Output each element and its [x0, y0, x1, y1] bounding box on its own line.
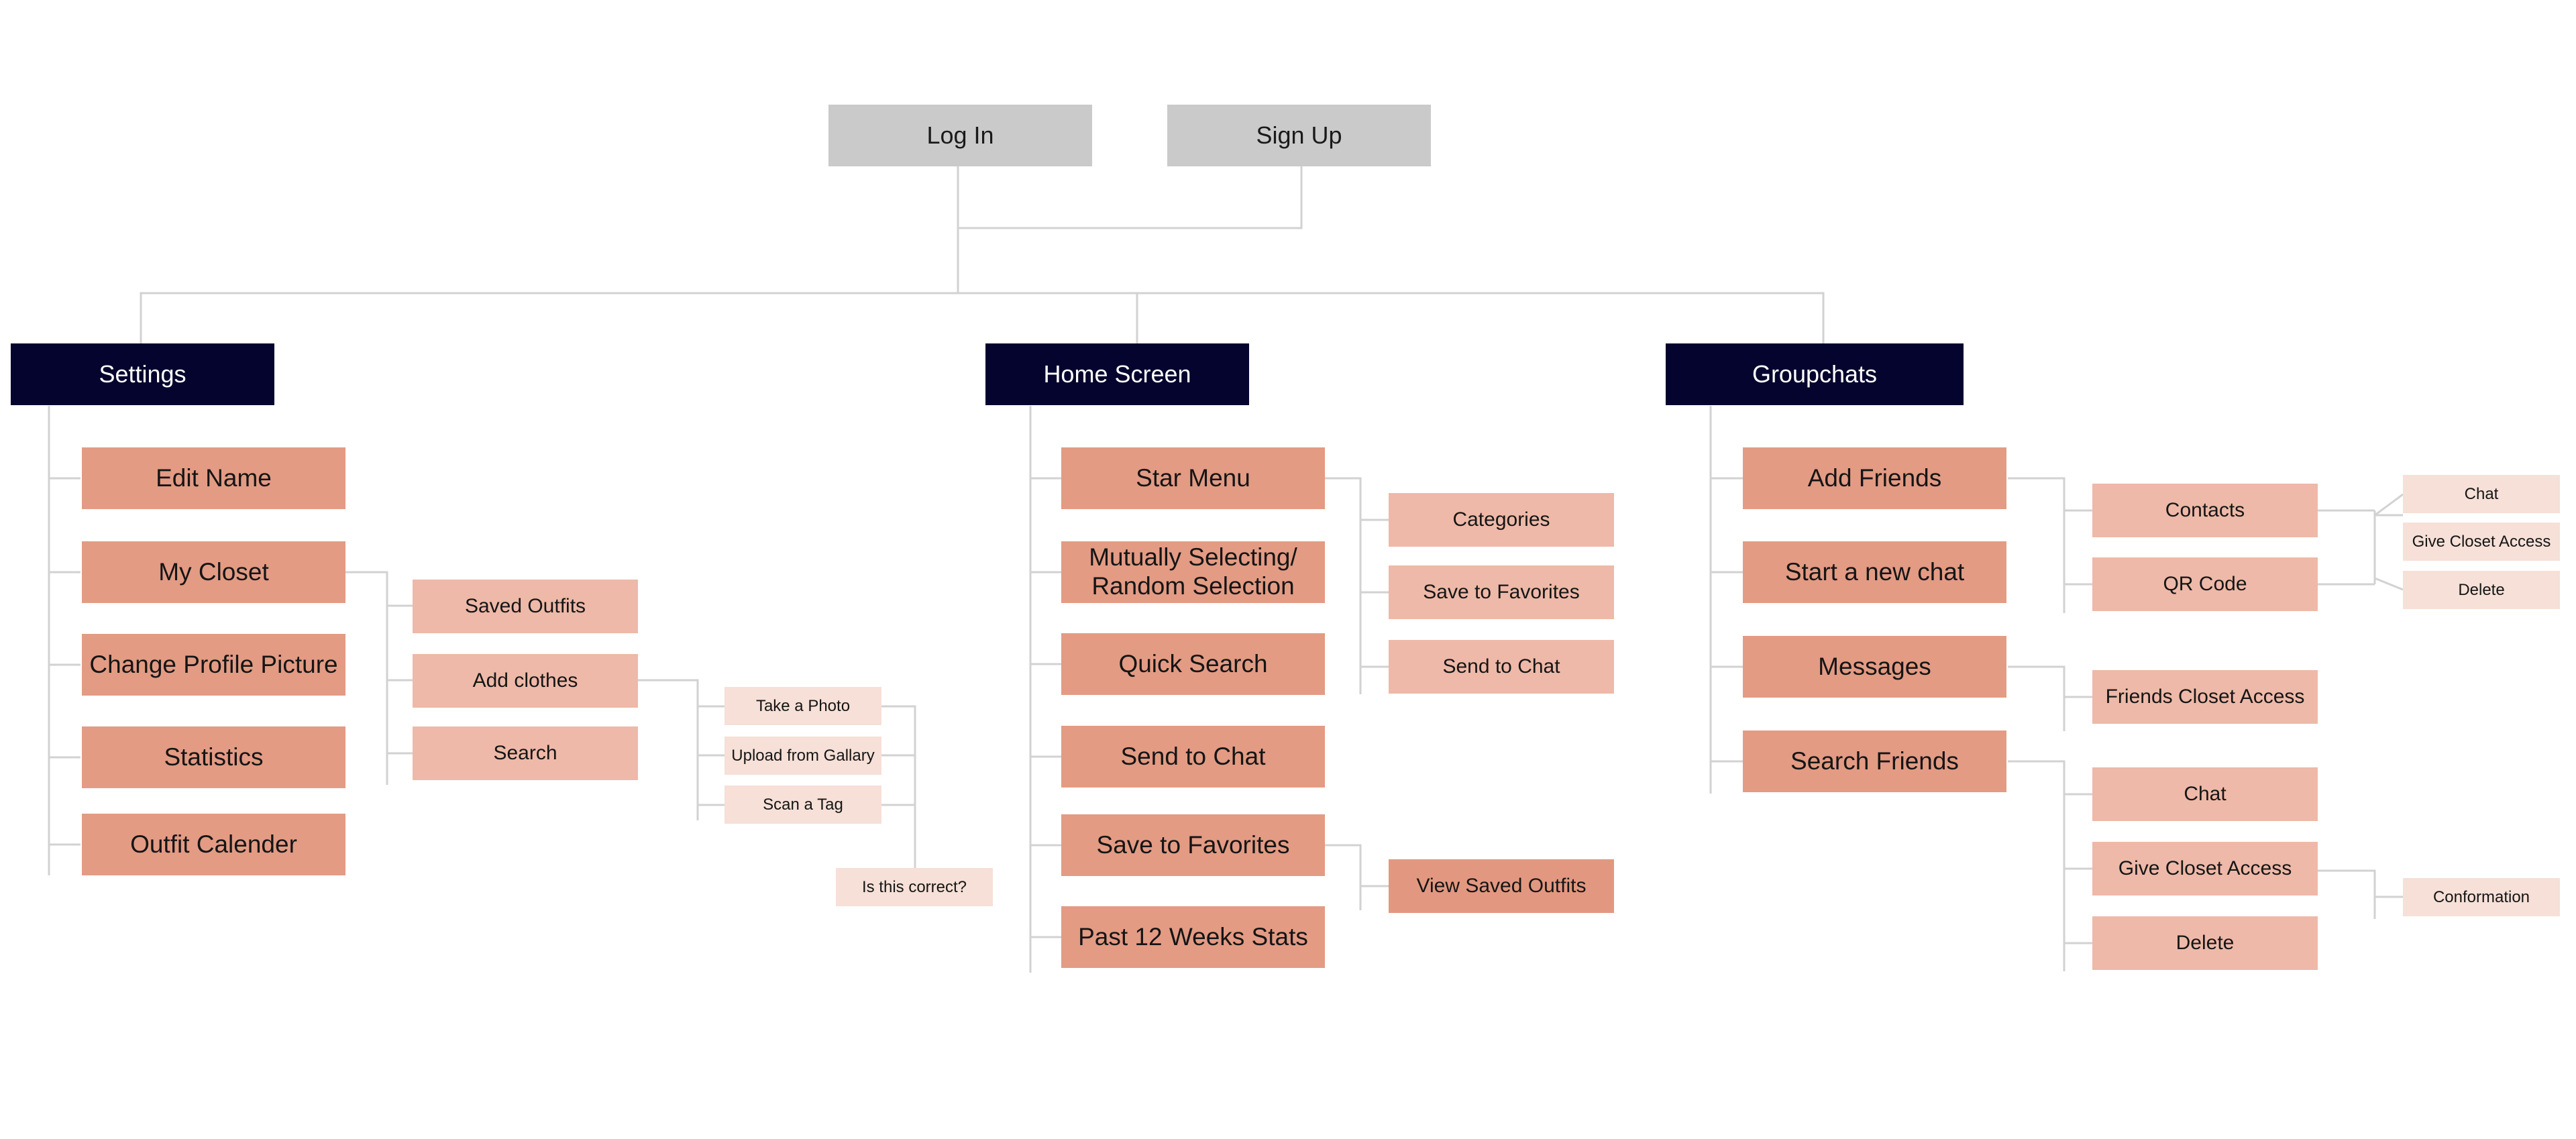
start-new-chat-node[interactable]: Start a new chat	[1743, 541, 2006, 603]
signup-node[interactable]: Sign Up	[1167, 105, 1431, 166]
connector-addclothes-items	[698, 705, 724, 806]
mutually-selecting-node[interactable]: Mutually Selecting/ Random Selection	[1061, 541, 1325, 603]
contact-chat-node[interactable]: Chat	[2403, 475, 2560, 513]
mutually-selecting-line1: Mutually Selecting/	[1089, 543, 1297, 572]
edit-name-node[interactable]: Edit Name	[82, 447, 345, 509]
connector-group-items	[1711, 477, 1744, 763]
search-delete-node[interactable]: Delete	[2092, 916, 2318, 970]
scan-tag-node[interactable]: Scan a Tag	[724, 785, 881, 824]
star-save-to-favorites-node[interactable]: Save to Favorites	[1389, 565, 1614, 619]
star-send-to-chat-node[interactable]: Send to Chat	[1389, 640, 1614, 694]
qr-code-node[interactable]: QR Code	[2092, 557, 2318, 611]
search-chat-node[interactable]: Chat	[2092, 767, 2318, 821]
connector-addfriends-items	[2064, 509, 2093, 586]
is-this-correct-node[interactable]: Is this correct?	[836, 868, 993, 906]
star-menu-node[interactable]: Star Menu	[1061, 447, 1325, 509]
my-closet-node[interactable]: My Closet	[82, 541, 345, 603]
connector-fav-branch	[1325, 844, 1389, 910]
closet-search-node[interactable]: Search	[413, 726, 638, 780]
connector-closet-items	[387, 604, 413, 755]
conformation-node[interactable]: Conformation	[2403, 878, 2560, 916]
change-profile-picture-node[interactable]: Change Profile Picture	[82, 634, 345, 696]
connector-confirm	[881, 705, 916, 888]
connector-settings-items	[49, 477, 80, 846]
add-clothes-node[interactable]: Add clothes	[413, 654, 638, 708]
categories-node[interactable]: Categories	[1389, 493, 1614, 547]
connector-search-branch	[2008, 760, 2065, 971]
saved-outfits-node[interactable]: Saved Outfits	[413, 580, 638, 633]
connector-addfriends-branch	[2008, 477, 2065, 613]
groupchats-node[interactable]: Groupchats	[1666, 343, 1964, 405]
mutually-selecting-line2: Random Selection	[1091, 572, 1295, 600]
view-saved-outfits-node[interactable]: View Saved Outfits	[1389, 859, 1614, 913]
connector-closet-branch	[345, 571, 388, 785]
connector-star-branch	[1325, 477, 1362, 694]
connector-login	[957, 166, 1303, 229]
home-screen-node[interactable]: Home Screen	[985, 343, 1249, 405]
connector-contacts-actions	[2318, 493, 2404, 591]
take-photo-node[interactable]: Take a Photo	[724, 687, 881, 725]
contact-delete-node[interactable]: Delete	[2403, 571, 2560, 609]
contact-give-closet-access-node[interactable]: Give Closet Access	[2403, 523, 2560, 561]
upload-gallary-node[interactable]: Upload from Gallary	[724, 737, 881, 775]
connector-messages-branch	[2008, 665, 2093, 731]
add-friends-node[interactable]: Add Friends	[1743, 447, 2006, 509]
messages-node[interactable]: Messages	[1743, 636, 2006, 698]
connector-giveaccess-branch	[2318, 869, 2403, 919]
past-12-weeks-stats-node[interactable]: Past 12 Weeks Stats	[1061, 906, 1325, 968]
connector-addclothes-branch	[638, 679, 699, 820]
connector-home-items	[1030, 477, 1062, 938]
send-to-chat-node[interactable]: Send to Chat	[1061, 726, 1325, 788]
outfit-calender-node[interactable]: Outfit Calender	[82, 814, 345, 875]
settings-node[interactable]: Settings	[11, 343, 274, 405]
search-give-closet-access-node[interactable]: Give Closet Access	[2092, 842, 2318, 896]
friends-closet-access-node[interactable]: Friends Closet Access	[2092, 670, 2318, 724]
contacts-node[interactable]: Contacts	[2092, 484, 2318, 537]
connector-section-bar	[140, 292, 1825, 343]
connector-search-items	[2064, 793, 2093, 944]
search-friends-node[interactable]: Search Friends	[1743, 730, 2006, 792]
login-node[interactable]: Log In	[828, 105, 1092, 166]
connector-star-items	[1360, 519, 1389, 668]
save-to-favorites-node[interactable]: Save to Favorites	[1061, 814, 1325, 876]
statistics-node[interactable]: Statistics	[82, 726, 345, 788]
quick-search-node[interactable]: Quick Search	[1061, 633, 1325, 695]
